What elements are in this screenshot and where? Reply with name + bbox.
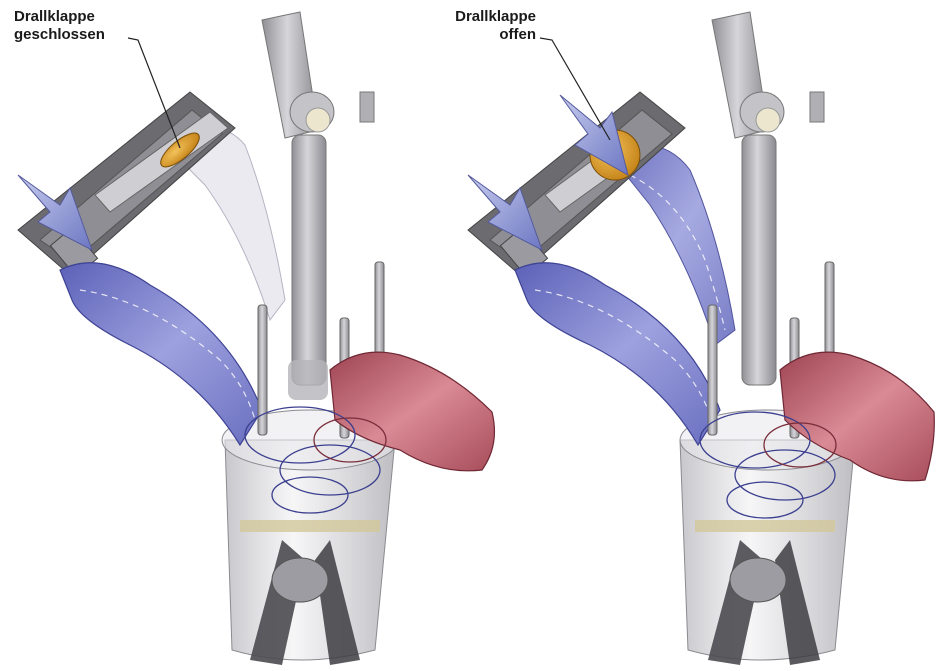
label-left-line2: geschlossen (14, 26, 105, 44)
label-right-line2: offen (436, 26, 536, 44)
intake-swirl-port (60, 263, 262, 445)
label-left-line1: Drallklappe (14, 8, 105, 26)
label-swirl-flap-closed: Drallklappe geschlossen (14, 8, 105, 44)
label-right-line1: Drallklappe (436, 8, 536, 26)
intake-swirl-port (515, 263, 720, 445)
engine-illustration-flap-open (468, 12, 934, 665)
intake-manifold-housing (18, 92, 235, 276)
fuel-injector (262, 12, 374, 400)
cylinder (222, 410, 398, 665)
engine-illustration-flap-closed (18, 12, 494, 665)
label-swirl-flap-open: Drallklappe offen (436, 8, 536, 44)
